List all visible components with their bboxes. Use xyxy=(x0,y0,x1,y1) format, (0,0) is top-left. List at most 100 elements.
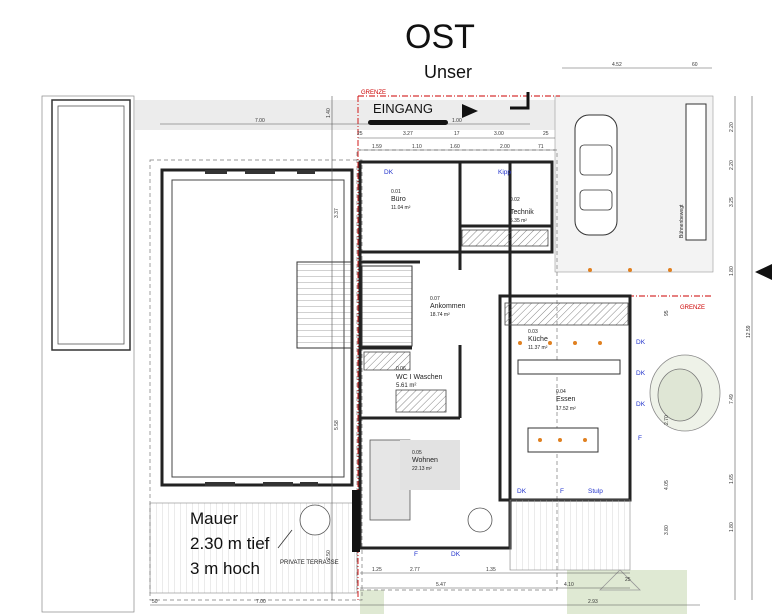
light-points xyxy=(518,268,672,442)
dimension-lines xyxy=(150,67,753,606)
svg-text:71: 71 xyxy=(538,144,544,150)
svg-text:3.00: 3.00 xyxy=(494,131,504,137)
right-arrow-icon xyxy=(755,264,772,280)
rug xyxy=(400,440,460,490)
svg-text:7.00: 7.00 xyxy=(256,599,266,605)
kitchen-counter xyxy=(504,302,629,326)
neighbour-pool xyxy=(51,99,131,351)
room-label-ankommen: 0.07 Ankommen 18.74 m² xyxy=(430,296,466,318)
room-label-kueche: 0.03 Küche 11.37 m² xyxy=(528,329,548,351)
window-tags: DK Kipp DK DK DK F DK F Stulp F DK xyxy=(384,169,646,558)
svg-text:12.59: 12.59 xyxy=(746,325,752,338)
svg-text:Stulp: Stulp xyxy=(588,488,603,495)
svg-text:2.93: 2.93 xyxy=(588,599,598,605)
svg-text:1.25: 1.25 xyxy=(372,567,382,573)
svg-text:5.35 m²: 5.35 m² xyxy=(510,218,527,224)
svg-text:18.74 m²: 18.74 m² xyxy=(430,312,450,318)
svg-text:4.10: 4.10 xyxy=(564,582,574,588)
room-label-technik: 0.02 Technik 5.35 m² xyxy=(510,197,534,224)
side-storage xyxy=(685,103,707,241)
svg-text:0.05: 0.05 xyxy=(412,450,422,456)
svg-text:DK: DK xyxy=(451,551,461,558)
cabinet-wc xyxy=(363,351,411,371)
svg-text:Kipp: Kipp xyxy=(498,169,511,176)
svg-text:Ankommen: Ankommen xyxy=(430,303,466,310)
svg-text:25: 25 xyxy=(543,131,549,137)
neighbour-building xyxy=(41,95,135,613)
svg-text:DK: DK xyxy=(636,370,646,377)
svg-text:1.35: 1.35 xyxy=(486,567,496,573)
svg-text:Mauer: Mauer xyxy=(190,509,239,528)
svg-text:2.50: 2.50 xyxy=(326,550,332,560)
direction-label: OST xyxy=(405,18,475,56)
private-terrace xyxy=(509,499,631,571)
svg-text:Technik: Technik xyxy=(510,209,534,216)
svg-text:1.80: 1.80 xyxy=(729,522,735,532)
entrance-door xyxy=(368,120,448,125)
svg-text:Essen: Essen xyxy=(556,396,576,403)
green-strip-bottom xyxy=(360,590,384,614)
kitchen-island xyxy=(517,359,621,375)
tree-icon xyxy=(649,354,721,432)
svg-text:50: 50 xyxy=(152,599,158,605)
svg-text:11.37 m²: 11.37 m² xyxy=(528,345,548,351)
side-label: Bühnenbewegt xyxy=(679,204,685,238)
boundary-label-right: GRENZE xyxy=(680,305,705,311)
wall-annotation: Mauer 2.30 m tief 3 m hoch xyxy=(190,509,270,578)
svg-text:4.05: 4.05 xyxy=(664,480,670,490)
cabinet-technik xyxy=(461,229,549,247)
terrace-label: PRIVATE TERRASSE xyxy=(280,560,339,566)
svg-text:2.77: 2.77 xyxy=(410,567,420,573)
road-strip xyxy=(135,100,555,130)
svg-text:DK: DK xyxy=(636,339,646,346)
svg-text:0.03: 0.03 xyxy=(528,329,538,335)
pointer-arrow-icon xyxy=(277,529,293,549)
svg-text:F: F xyxy=(560,488,564,495)
svg-text:1.40: 1.40 xyxy=(326,108,332,118)
svg-text:DK: DK xyxy=(517,488,527,495)
svg-text:2.20: 2.20 xyxy=(729,122,735,132)
svg-text:Küche: Küche xyxy=(528,336,548,343)
svg-text:17.52 m²: 17.52 m² xyxy=(556,406,576,412)
svg-text:3.27: 3.27 xyxy=(403,131,413,137)
terrace-table xyxy=(299,504,331,536)
garden-wall xyxy=(352,490,360,552)
car-icon xyxy=(574,114,618,236)
neighbor-label: Unser xyxy=(424,62,472,82)
svg-text:1.10: 1.10 xyxy=(412,144,422,150)
svg-text:5.61 m²: 5.61 m² xyxy=(396,383,416,389)
svg-text:22.13 m²: 22.13 m² xyxy=(412,466,432,472)
entrance-path-icon xyxy=(510,92,530,110)
svg-text:WC I Waschen: WC I Waschen xyxy=(396,374,443,381)
svg-text:25: 25 xyxy=(357,131,363,137)
boundary-label-top: GRENZE xyxy=(361,90,386,96)
svg-text:DK: DK xyxy=(384,169,394,176)
svg-text:7.49: 7.49 xyxy=(729,394,735,404)
neighbour-windows xyxy=(205,170,318,486)
svg-text:5.58: 5.58 xyxy=(334,420,340,430)
svg-text:DK: DK xyxy=(636,401,646,408)
svg-text:17: 17 xyxy=(454,131,460,137)
room-label-wc: 0.06 WC I Waschen 5.61 m² xyxy=(396,366,443,389)
neighbour-stair xyxy=(296,261,352,349)
svg-text:60: 60 xyxy=(692,62,698,68)
svg-text:95: 95 xyxy=(664,310,670,316)
room-label-buero: 0.01 Büro 11.04 m² xyxy=(391,189,411,211)
room-label-essen: 0.04 Essen 17.52 m² xyxy=(556,389,576,412)
site-outline xyxy=(149,159,363,601)
entrance-arrow-icon xyxy=(462,104,478,118)
svg-text:0.02: 0.02 xyxy=(510,197,520,203)
svg-text:2.70: 2.70 xyxy=(664,415,670,425)
svg-text:Wohnen: Wohnen xyxy=(412,457,438,464)
wc-sink xyxy=(395,389,447,413)
room-label-wohnen: 0.05 Wohnen 22.13 m² xyxy=(412,450,438,472)
svg-text:1.59: 1.59 xyxy=(372,144,382,150)
svg-text:1.65: 1.65 xyxy=(729,474,735,484)
svg-text:4.52: 4.52 xyxy=(612,62,622,68)
svg-text:1.00: 1.00 xyxy=(452,118,462,124)
svg-text:F: F xyxy=(638,435,642,442)
main-stair xyxy=(361,265,413,347)
plant-icon xyxy=(599,569,641,591)
entrance-label: EINGANG xyxy=(373,101,433,116)
